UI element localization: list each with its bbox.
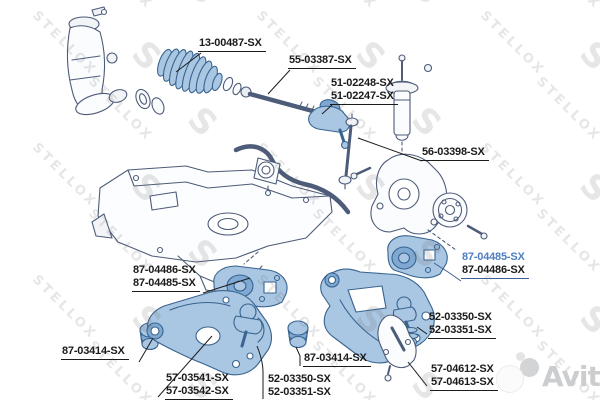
part-number: 57-04612-SX (431, 363, 494, 375)
callout-arm-bushing-right: 87-03414-SX (303, 352, 371, 367)
arm-bushing-right (287, 320, 309, 349)
steering-gear (66, 6, 165, 116)
boot-clamp-rings (222, 76, 242, 96)
callout-tie-rod-end: 51-02248-SX 51-02247-SX (330, 77, 398, 105)
steering-boot (157, 48, 223, 94)
avito-logo-text: Avito (542, 360, 600, 393)
part-number: 55-03387-SX (289, 54, 352, 66)
part-number: 87-04486-SX (462, 264, 525, 276)
callout-ball-joint-center: 52-03350-SX 52-03351-SX (267, 373, 335, 400)
wheel-hub (432, 192, 488, 240)
front-strut (385, 54, 433, 161)
part-number: 87-03414-SX (62, 345, 125, 357)
callout-control-arm-right: 57-04612-SX 57-04613-SX (430, 363, 498, 391)
part-number: 87-04485-SX (133, 277, 196, 289)
silent-block-right (387, 235, 448, 279)
callout-silent-block-right: 87-04485-SX 87-04486-SX (461, 251, 529, 279)
part-number: 56-03398-SX (422, 146, 485, 158)
part-number-highlighted: 87-04485-SX (462, 251, 525, 263)
avito-watermark: Avito (492, 352, 600, 398)
callout-ball-joint-right: 52-03350-SX 52-03351-SX (428, 311, 496, 339)
stabilizer-bar (233, 144, 351, 215)
callout-stabilizer-link: 56-03398-SX (421, 146, 489, 161)
callout-silent-block-left: 87-04486-SX 87-04485-SX (132, 264, 200, 292)
avito-logo-circle-big (496, 365, 524, 393)
tie-rod-end (308, 99, 351, 150)
assembly-guide-lines (243, 229, 457, 265)
callout-control-arm-left: 57-03541-SX 57-03542-SX (165, 372, 233, 400)
part-number: 51-02247-SX (331, 90, 394, 102)
callout-arm-bushing-left: 87-03414-SX (61, 345, 129, 360)
subframe (91, 165, 333, 296)
control-arm-right (320, 268, 435, 364)
ball-joint-left (233, 303, 265, 348)
callout-axial-rod: 55-03387-SX (288, 54, 356, 69)
part-number: 57-03542-SX (166, 385, 229, 397)
avito-logo-circle-gray (520, 358, 539, 377)
part-number: 52-03351-SX (268, 386, 331, 398)
part-number: 57-04613-SX (431, 376, 494, 388)
part-number: 52-03350-SX (429, 311, 492, 323)
part-number: 52-03350-SX (268, 373, 331, 385)
leader-lines (138, 52, 462, 399)
part-number: 51-02248-SX (331, 77, 394, 89)
avito-logo-circle-small (516, 352, 525, 361)
part-number: 13-00487-SX (199, 37, 262, 49)
stabilizer-link (338, 113, 359, 190)
part-number: 57-03541-SX (166, 372, 229, 384)
steering-knuckle (350, 153, 448, 235)
callout-steering-boot: 13-00487-SX (198, 37, 266, 52)
part-number: 87-03414-SX (304, 352, 367, 364)
part-number: 52-03351-SX (429, 324, 492, 336)
inner-tie-rod (240, 86, 323, 116)
knuckle-clamp-bracket (377, 314, 417, 382)
part-number: 87-04486-SX (133, 264, 196, 276)
